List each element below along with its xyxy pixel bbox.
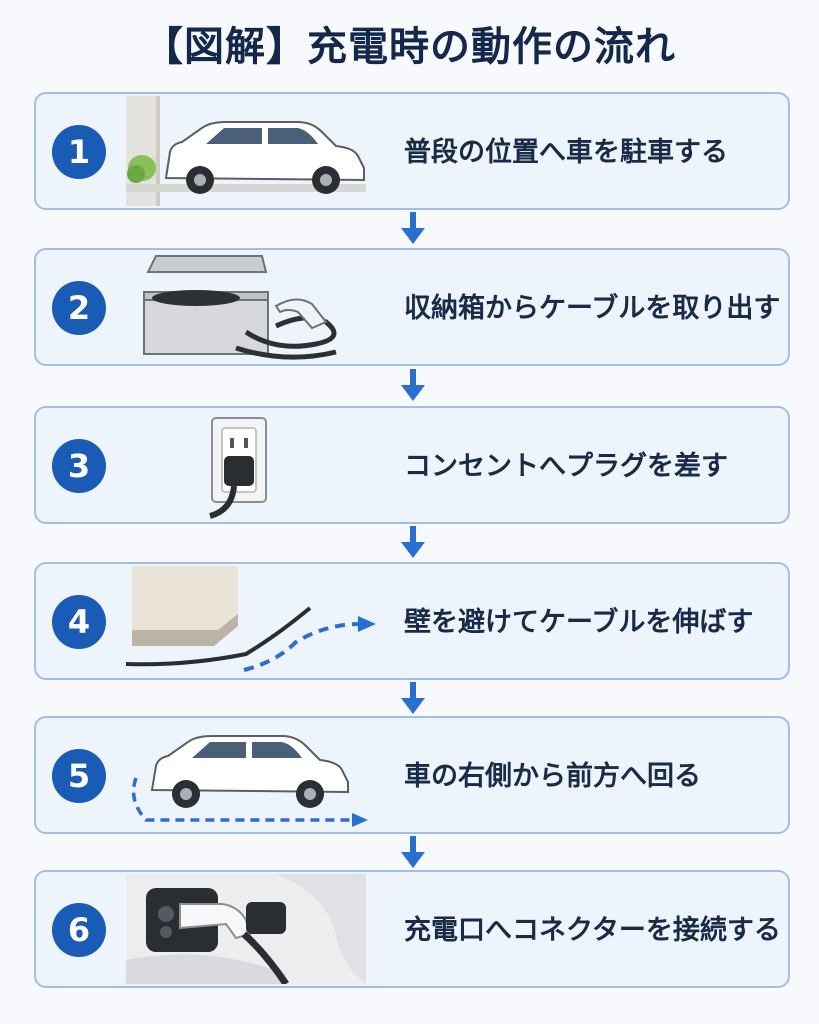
step-1-label: 普段の位置へ車を駐車する — [404, 137, 728, 168]
step-1-number: 1 — [52, 125, 106, 179]
step-2-number: 2 — [52, 281, 106, 335]
step-6-number: 6 — [52, 903, 106, 957]
step-4-number: 4 — [52, 595, 106, 649]
wall-cable-icon — [126, 566, 376, 672]
arrow-down-icon — [401, 369, 425, 401]
outlet-plug-icon — [209, 417, 267, 519]
step-6-label: 充電口へコネクターを接続する — [404, 915, 781, 946]
step-3-label: コンセントへプラグを差す — [404, 451, 728, 482]
step-2-card: 2 収納箱からケーブルを取り出す — [34, 248, 790, 366]
arrow-down-icon — [401, 836, 425, 868]
arrow-down-icon — [401, 212, 425, 244]
step-5-number: 5 — [52, 749, 106, 803]
car-walk-path-icon — [131, 735, 368, 827]
parked-car-icon — [126, 96, 366, 206]
step-3-card: 3 コンセントへプラグを差す — [34, 406, 790, 524]
step-6-card: 6 充電口へコネクターを接続する — [34, 870, 790, 988]
page-title: 【図解】充電時の動作の流れ — [143, 24, 676, 70]
step-2-label: 収納箱からケーブルを取り出す — [404, 293, 781, 324]
step-5-label: 車の右側から前方へ回る — [404, 761, 701, 792]
arrow-down-icon — [401, 682, 425, 714]
storage-box-cable-icon — [143, 255, 337, 360]
arrow-down-icon — [401, 526, 425, 558]
step-3-number: 3 — [52, 439, 106, 493]
step-1-card: 1 普段の位置へ車を駐車する — [34, 92, 790, 210]
charging-port-connector-icon — [126, 874, 366, 984]
step-5-card: 5 車の右側から前方へ回る — [34, 716, 790, 834]
step-4-label: 壁を避けてケーブルを伸ばす — [404, 607, 754, 638]
step-4-card: 4 壁を避けてケーブルを伸ばす — [34, 562, 790, 680]
